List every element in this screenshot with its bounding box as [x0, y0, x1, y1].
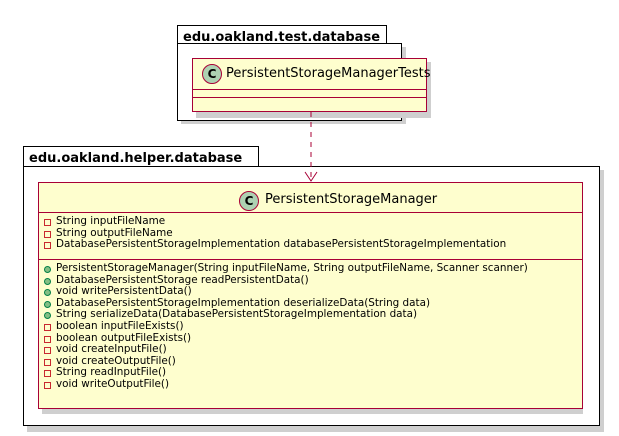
method-row: void createInputFile() [39, 343, 582, 356]
private-visibility-icon [44, 370, 51, 378]
private-visibility-icon [44, 347, 51, 355]
field-text: String outputFileName [56, 226, 173, 239]
method-text: void createOutputFile() [56, 354, 176, 367]
class-divider [193, 97, 426, 98]
class-name-tests: PersistentStorageManagerTests [226, 66, 431, 81]
field-row: DatabasePersistentStorageImplementation … [39, 238, 582, 251]
private-visibility-icon [44, 219, 51, 226]
class-c-icon: C [202, 64, 222, 84]
method-text: DatabasePersistentStorage readPersistent… [56, 273, 309, 286]
class-divider [39, 259, 582, 260]
class-divider [193, 89, 426, 90]
method-row: void writePersistentData() [39, 285, 582, 298]
method-text: PersistentStorageManager(String inputFil… [56, 262, 528, 274]
field-row: String outputFileName [39, 226, 582, 240]
field-row: String inputFileName [39, 215, 582, 228]
public-visibility-icon [44, 277, 51, 285]
field-text: String inputFileName [56, 215, 166, 227]
package-tab-helper: edu.oakland.helper.database [23, 146, 259, 166]
arrow-head [304, 171, 318, 182]
method-text: void writeOutputFile() [56, 377, 170, 390]
private-visibility-icon [44, 335, 51, 343]
method-row: void writeOutputFile() [39, 377, 582, 391]
method-row: boolean inputFileExists() [39, 319, 582, 333]
method-row: String serializeData(DatabasePersistentS… [39, 309, 582, 321]
class-c-icon: C [239, 191, 259, 211]
public-visibility-icon [44, 266, 51, 273]
method-row: DatabasePersistentStorage readPersistent… [39, 273, 582, 287]
method-row: void createOutputFile() [39, 354, 582, 368]
method-text: boolean outputFileExists() [56, 331, 192, 344]
class-persistent-storage-manager[interactable]: C PersistentStorageManager String inputF… [38, 182, 583, 409]
method-text: String readInputFile() [56, 366, 167, 379]
public-visibility-icon [44, 289, 51, 297]
package-name-helper: edu.oakland.helper.database [29, 151, 243, 166]
public-visibility-icon [44, 312, 51, 320]
private-visibility-icon [44, 381, 51, 389]
private-visibility-icon [44, 358, 51, 366]
class-persistent-storage-manager-tests[interactable]: C PersistentStorageManagerTests [192, 58, 431, 112]
method-row: boolean outputFileExists() [39, 331, 582, 345]
method-row: String readInputFile() [39, 367, 582, 379]
method-text: boolean inputFileExists() [56, 319, 184, 332]
private-visibility-icon [44, 230, 51, 238]
method-text: String serializeData(DatabasePersistentS… [56, 308, 418, 321]
private-visibility-icon [44, 242, 51, 250]
method-row: PersistentStorageManager(String inputFil… [39, 262, 582, 275]
class-name-manager: PersistentStorageManager [265, 192, 438, 207]
class-divider [39, 212, 582, 213]
field-text: DatabasePersistentStorageImplementation … [56, 238, 507, 251]
method-text: DatabasePersistentStorageImplementation … [56, 296, 431, 309]
method-text: void writePersistentData() [56, 285, 192, 298]
package-name-test: edu.oakland.test.database [183, 30, 381, 45]
private-visibility-icon [44, 323, 51, 331]
public-visibility-icon [44, 300, 51, 308]
method-text: void createInputFile() [56, 343, 167, 356]
package-tab-test: edu.oakland.test.database [177, 25, 387, 45]
class-methods: PersistentStorageManager(String inputFil… [39, 262, 582, 391]
method-row: DatabasePersistentStorageImplementation … [39, 296, 582, 310]
